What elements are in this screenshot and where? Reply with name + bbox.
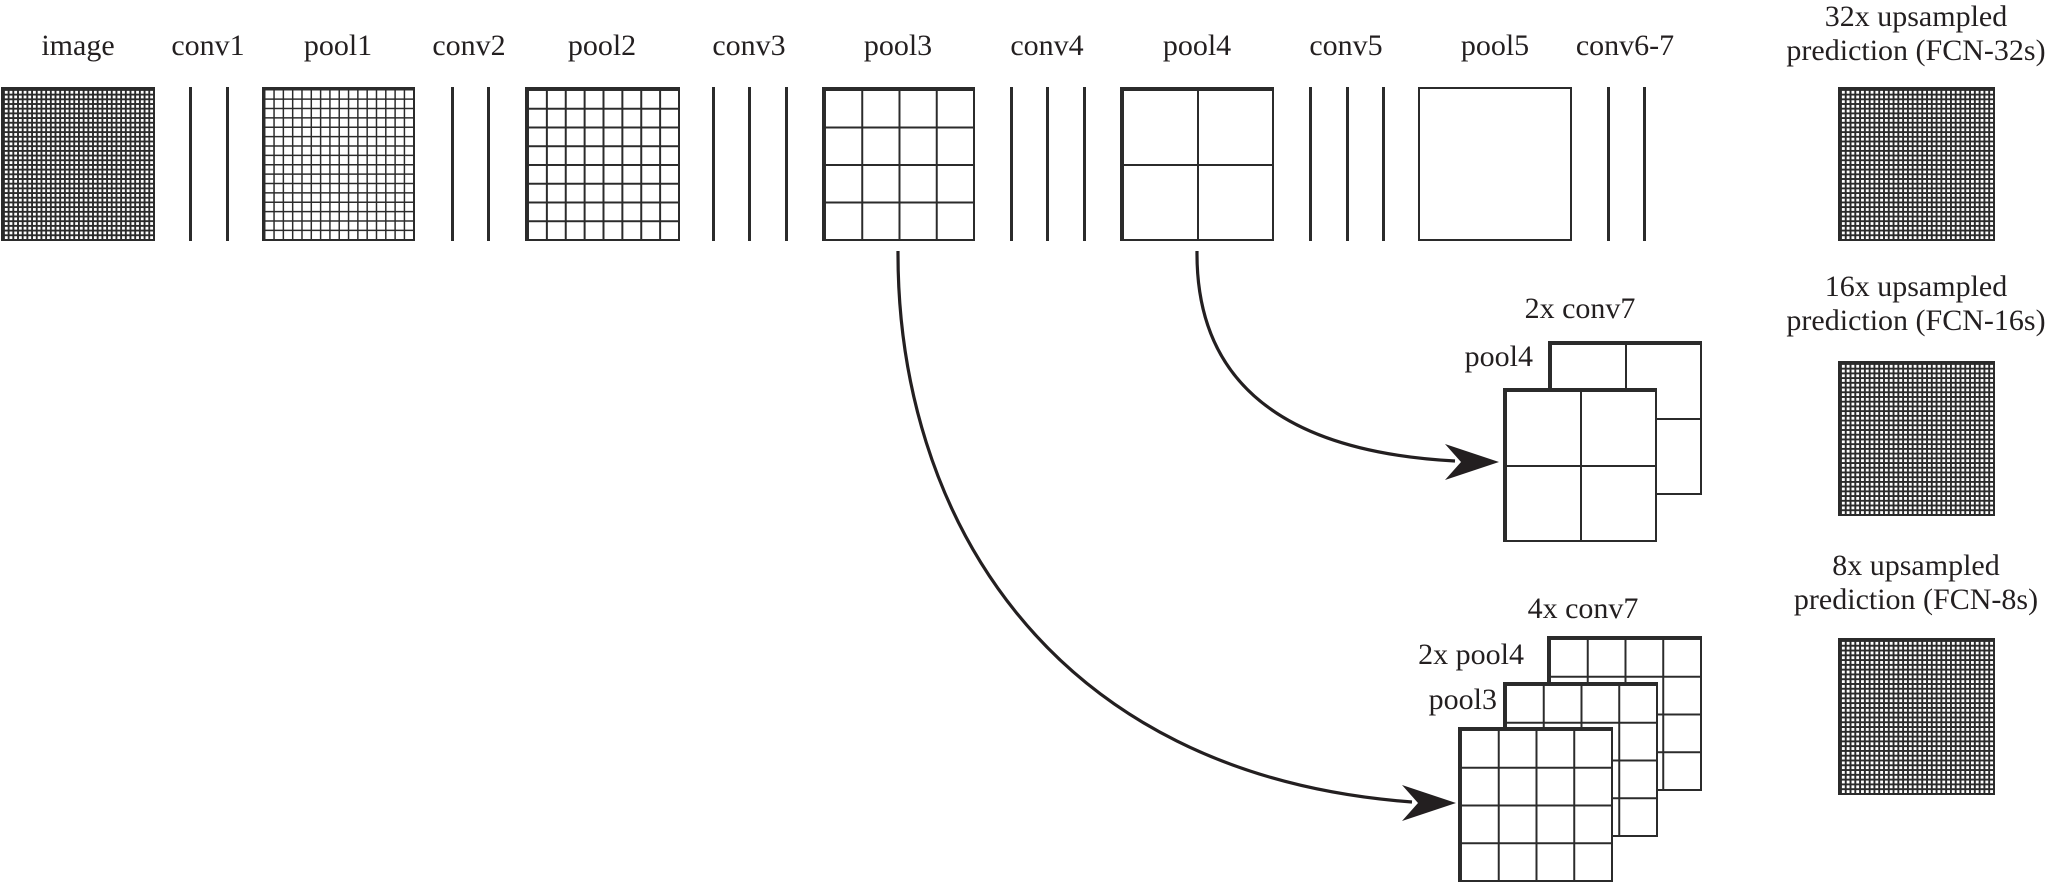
layer-label-conv3: conv3 <box>712 29 786 62</box>
layer-label-conv5: conv5 <box>1309 29 1383 62</box>
pool2-grid <box>525 87 680 241</box>
conv-line <box>1309 87 1312 241</box>
layer-label-conv2: conv2 <box>432 29 506 62</box>
fcn32s-label-line2: prediction (FCN-32s) <box>1786 34 2046 67</box>
pool3-skip-arrow <box>896 250 1413 804</box>
fcn8s-label: 8x upsampled prediction (FCN-8s) <box>1794 549 2038 617</box>
conv-line <box>748 87 751 241</box>
conv-line <box>712 87 715 241</box>
conv-line <box>1010 87 1013 241</box>
fusion16-top-label: 2x conv7 <box>1524 292 1636 325</box>
pool5-grid <box>1418 87 1572 241</box>
fcn32s-label-line1: 32x upsampled <box>1824 0 2008 33</box>
fcn16s-label-line2: prediction (FCN-16s) <box>1786 304 2046 337</box>
conv-line <box>451 87 454 241</box>
pool4-grid <box>1120 87 1274 241</box>
pool3-grid <box>822 87 975 241</box>
pool3-skip-arrowhead-icon <box>1402 785 1456 821</box>
fcn32s-label: 32x upsampled prediction (FCN-32s) <box>1786 0 2045 68</box>
pool4-skip-arrowhead-icon <box>1445 444 1499 480</box>
fusion8-pool3-grid <box>1458 727 1613 882</box>
conv-line <box>226 87 229 241</box>
layer-label-pool5: pool5 <box>1460 29 1530 62</box>
layer-label-conv1: conv1 <box>171 29 245 62</box>
layer-label-conv6-7: conv6-7 <box>1575 29 1675 62</box>
layer-label-image: image <box>41 29 115 62</box>
fcn8s-prediction-grid <box>1838 638 1995 795</box>
fcn16s-prediction-grid <box>1838 361 1995 516</box>
layer-label-pool4: pool4 <box>1162 29 1232 62</box>
fcn16s-label: 16x upsampled prediction (FCN-16s) <box>1786 270 2045 338</box>
fcn32s-prediction-grid <box>1838 87 1995 241</box>
conv-line <box>1607 87 1610 241</box>
fcn8s-label-line1: 8x upsampled <box>1832 549 2000 582</box>
layer-label-pool1: pool1 <box>303 29 373 62</box>
image-grid <box>1 87 155 241</box>
fusion8-side-label-2x-pool4: 2x pool4 <box>1418 638 1524 671</box>
layer-label-pool3: pool3 <box>863 29 933 62</box>
conv-line <box>785 87 788 241</box>
fusion16-side-label: pool4 <box>1464 340 1533 373</box>
conv-line <box>1643 87 1646 241</box>
fusion16-pool4-grid <box>1503 388 1657 542</box>
fusion8-top-label: 4x conv7 <box>1527 592 1639 625</box>
conv-line <box>487 87 490 241</box>
conv-line <box>189 87 192 241</box>
fusion8-side-label-pool3: pool3 <box>1428 683 1497 716</box>
conv-line <box>1382 87 1385 241</box>
fcn8s-label-line2: prediction (FCN-8s) <box>1793 583 2039 616</box>
conv-line <box>1083 87 1086 241</box>
pool1-grid <box>262 87 415 241</box>
layer-label-conv4: conv4 <box>1010 29 1084 62</box>
fcn16s-label-line1: 16x upsampled <box>1824 270 2008 303</box>
layer-label-pool2: pool2 <box>567 29 637 62</box>
conv-line <box>1346 87 1349 241</box>
conv-line <box>1046 87 1049 241</box>
